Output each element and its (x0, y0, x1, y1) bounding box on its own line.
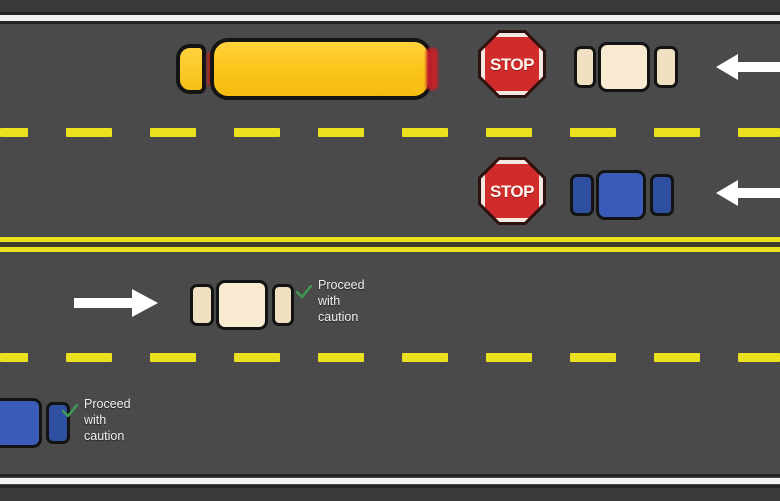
bottom-edge-shadow-2 (0, 485, 780, 488)
upper-lane-divider (0, 128, 780, 137)
blue-car-bottom-left-cabin (0, 398, 42, 448)
stop-sign-lower-label: STOP (490, 181, 534, 201)
white-car-top-front (574, 46, 596, 88)
school-bus (176, 38, 438, 100)
center-line-gap (0, 242, 780, 247)
center-line-lower (0, 247, 780, 252)
bottom-shoulder (0, 488, 780, 501)
white-car-lower-cabin (216, 280, 268, 330)
lower-lane-divider (0, 353, 780, 362)
top-edge-shadow (0, 12, 780, 15)
green-check-icon (295, 284, 313, 304)
arrow-lower-right-icon (74, 288, 158, 318)
stop-sign-lower-face (481, 160, 543, 222)
caption-white-car-lower: Proceed with caution (295, 277, 365, 325)
top-shoulder (0, 0, 780, 13)
stop-sign-lower: STOP (478, 157, 546, 225)
lane-dash (234, 353, 280, 362)
white-car-top-rear (654, 46, 678, 88)
lane-dash (486, 128, 532, 137)
caption-blue-car-bottom-left: Proceed with caution (61, 396, 131, 444)
stop-sign-upper-label: STOP (490, 54, 534, 74)
lane-dash (738, 128, 780, 137)
lane-dash (150, 128, 196, 137)
blue-car-middle (570, 170, 676, 220)
stop-sign-upper: STOP (478, 30, 546, 98)
caption-blue-car-bottom-left-text: Proceed with caution (84, 397, 131, 443)
caption-white-car-lower-text: Proceed with caution (318, 278, 365, 324)
bottom-edge-shadow (0, 474, 780, 477)
lane-dash (570, 353, 616, 362)
blue-car-middle-front (570, 174, 594, 216)
lane-dash (0, 128, 28, 137)
blue-car-middle-cabin (596, 170, 646, 220)
arrow-upper-left-icon (716, 52, 780, 82)
lane-dash (0, 353, 28, 362)
bottom-edge-line (0, 478, 780, 484)
lane-dash (402, 353, 448, 362)
lane-dash (234, 128, 280, 137)
stop-sign-upper-face (481, 33, 543, 95)
school-bus-tail-lamp (426, 48, 438, 90)
school-bus-cab (176, 44, 206, 94)
lane-dash (738, 353, 780, 362)
lane-dash (66, 353, 112, 362)
center-line-upper (0, 237, 780, 242)
lane-dash (150, 353, 196, 362)
lane-dash (654, 353, 700, 362)
school-bus-body (210, 38, 432, 100)
lane-dash (570, 128, 616, 137)
blue-car-bottom-left (0, 398, 72, 448)
top-edge-line (0, 15, 780, 21)
lane-dash (66, 128, 112, 137)
top-edge-shadow-2 (0, 21, 780, 24)
white-car-top-cabin (598, 42, 650, 92)
white-car-lower (190, 280, 296, 330)
green-check-icon (61, 403, 79, 423)
blue-car-bottom-left-front (46, 402, 70, 444)
lane-dash (486, 353, 532, 362)
lane-dash (318, 353, 364, 362)
lower-carriageway (0, 252, 780, 474)
white-car-top (574, 42, 680, 92)
lane-dash (402, 128, 448, 137)
white-car-lower-front (272, 284, 294, 326)
white-car-lower-rear (190, 284, 214, 326)
lane-dash (654, 128, 700, 137)
arrow-middle-left-icon (716, 178, 780, 208)
blue-car-middle-rear (650, 174, 674, 216)
lane-dash (318, 128, 364, 137)
